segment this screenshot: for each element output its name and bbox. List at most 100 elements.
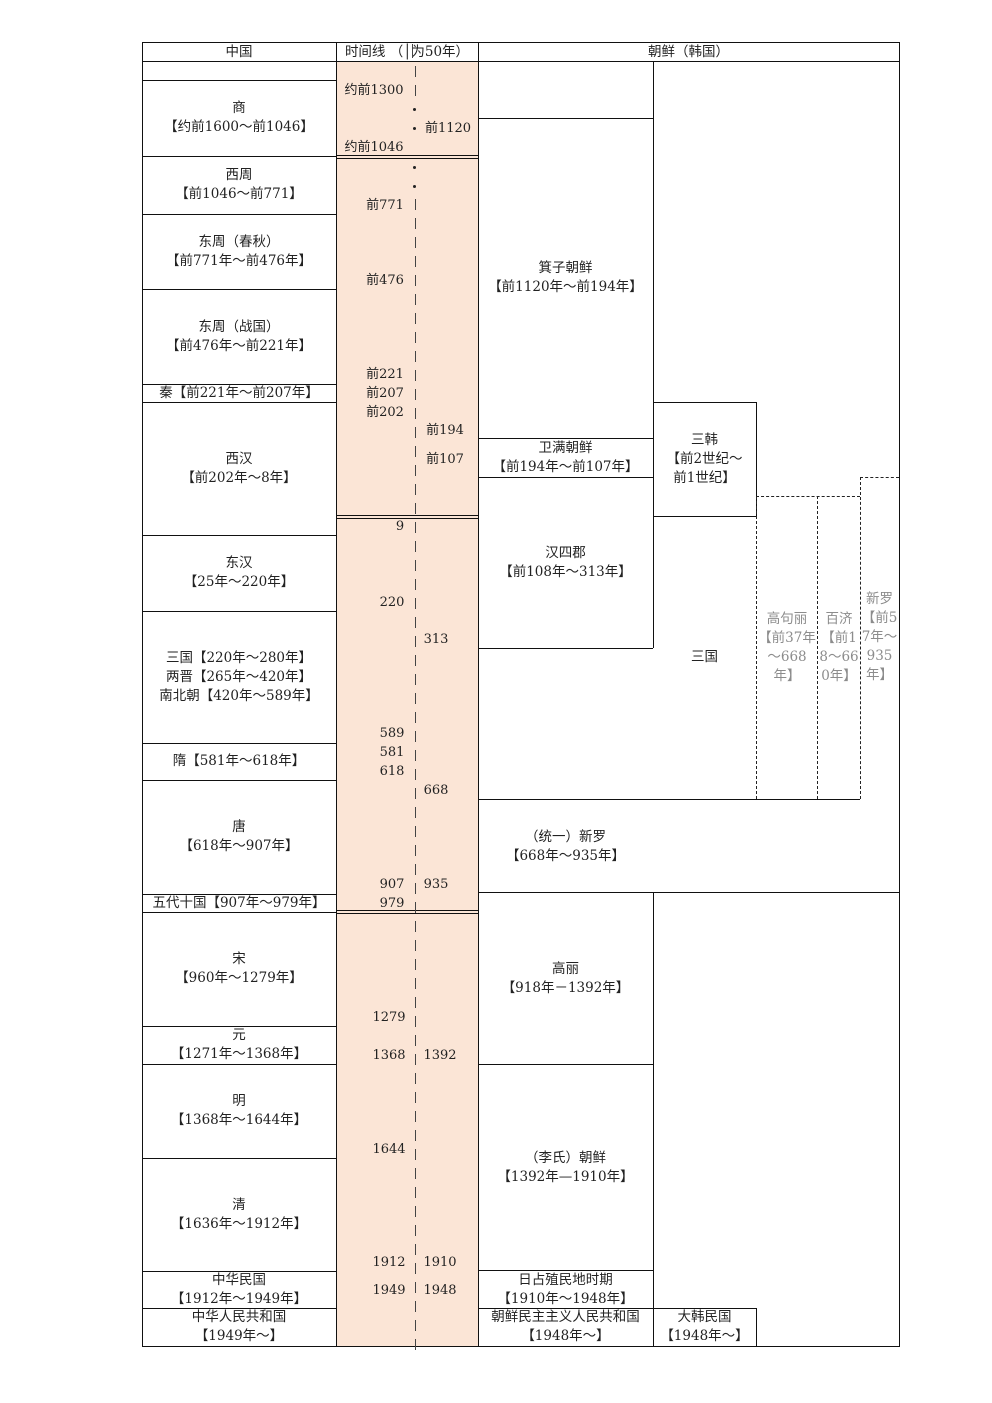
korea-rok: 大韩民国 【1948年～】 [653, 1308, 756, 1346]
grid-line [415, 959, 416, 970]
grid-line [336, 42, 337, 1347]
china-period: 【约前1600～前1046】 [164, 119, 314, 135]
grid-line [415, 1187, 416, 1198]
timeline-year-left: 约前1300 [344, 83, 404, 98]
grid-line [478, 799, 860, 800]
dashed-line [860, 477, 899, 479]
grid-line [415, 275, 416, 286]
grid-line [415, 1320, 416, 1331]
korea-name: 大韩民国 [677, 1309, 732, 1325]
grid-line [415, 446, 416, 457]
grid-line [415, 769, 416, 780]
china-period: 【1636年～1912年】 [170, 1215, 308, 1232]
grid-line [415, 465, 416, 476]
korea-period-cont: 前1世纪】 [673, 469, 736, 486]
grid-line [415, 66, 416, 77]
header-korea: 朝鲜（韩国） [648, 44, 729, 60]
china-name: 商 [232, 100, 246, 116]
timeline-year-left: 618 [379, 764, 405, 779]
china-eastern-han: 东汉 【25年～220年】 [142, 535, 336, 611]
grid-line [142, 743, 336, 744]
china-name: 三国【220年～280年】 [165, 649, 313, 666]
grid-line [415, 1301, 416, 1312]
grid-line [653, 516, 756, 517]
grid-line [415, 332, 416, 343]
korea-period: 【668年～935年】 [505, 847, 626, 864]
grid-line [415, 541, 416, 552]
china-name: 东汉 [225, 555, 253, 571]
timeline-year-left: 1279 [372, 1010, 406, 1025]
grid-line [415, 503, 416, 514]
korea-period: 【1910年～1948年】 [497, 1290, 634, 1307]
header-china: 中国 [225, 44, 253, 60]
timeline-year-left: 220 [379, 595, 405, 610]
grid-line [415, 921, 416, 932]
grid-line [336, 155, 478, 156]
grid-line [415, 788, 416, 799]
grid-line [415, 351, 416, 362]
korea-name: 日占殖民地时期 [518, 1271, 613, 1288]
korea-dprk: 朝鲜民主主义人民共和国 【1948年～】 [478, 1308, 653, 1346]
grid-line [142, 1064, 336, 1065]
grid-line [142, 289, 336, 290]
china-name: 隋【581年～618年】 [172, 753, 306, 769]
timeline-year-left: 约前1046 [344, 140, 404, 155]
grid-line [478, 477, 653, 478]
dashed-line [860, 477, 862, 799]
grid-line [415, 750, 416, 761]
grid-line [415, 1149, 416, 1160]
grid-line [415, 294, 416, 305]
grid-line [415, 864, 416, 875]
korea-name: 箕子朝鲜 [538, 260, 593, 276]
china-three-kingdoms: 三国【220年～280年】 两晋【265年～420年】 南北朝【420年～589… [142, 611, 336, 743]
timeline-year-left: 前207 [366, 386, 404, 401]
grid-line [653, 402, 756, 403]
grid-line [415, 902, 416, 913]
china-period: 【960年～1279年】 [175, 970, 303, 986]
grid-line [142, 1271, 336, 1272]
china-name: 东周（春秋） [198, 233, 280, 250]
china-qin: 秦【前221年～前207年】 [142, 384, 336, 402]
grid-line [142, 1026, 336, 1027]
korea-period: 【918年－1392年】 [501, 980, 630, 996]
grid-line [336, 518, 478, 519]
timeline-dot [413, 166, 416, 169]
timeline-year-left: 907 [379, 877, 405, 892]
grid-line [142, 80, 336, 81]
grid-line [415, 199, 416, 210]
grid-line [142, 1346, 899, 1347]
korea-period: 【前108年～313年】 [499, 563, 632, 580]
grid-line [142, 1308, 336, 1309]
korea-samhan: 三韩 【前2世纪～ 前1世纪】 [653, 402, 756, 516]
china-name: 唐 [232, 819, 246, 835]
korea-name: 高丽 [552, 961, 579, 977]
grid-line [142, 402, 336, 403]
grid-line [142, 384, 336, 385]
grid-line [478, 118, 653, 119]
china-shang: 商 【约前1600～前1046】 [142, 80, 336, 156]
grid-line [756, 402, 757, 516]
china-period: 【1368年～1644年】 [170, 1112, 308, 1128]
china-tang: 唐 【618年～907年】 [142, 780, 336, 894]
korea-joseon: （李氏）朝鲜 【1392年—1910年】 [478, 1064, 653, 1271]
china-prc: 中华人民共和国 【1949年～】 [142, 1308, 336, 1346]
china-western-han: 西汉 【前202年～8年】 [142, 402, 336, 535]
timeline-year-left: 1644 [372, 1142, 406, 1157]
timeline-year-right: 935 [423, 877, 449, 892]
china-warring-states: 东周（战国） 【前476年～前221年】 [142, 289, 336, 384]
grid-line [336, 515, 478, 516]
korea-name: 百济【前18～660年】 [819, 610, 859, 684]
grid-line [415, 313, 416, 324]
china-qing: 清 【1636年～1912年】 [142, 1158, 336, 1271]
korea-name: 汉四郡 [545, 544, 586, 561]
grid-line [415, 674, 416, 685]
china-name: 秦【前221年～前207年】 [159, 384, 319, 401]
korea-three-kingdoms: 三国 [653, 516, 756, 799]
china-period: 【1949年～】 [194, 1328, 284, 1344]
grid-line [415, 389, 416, 400]
grid-line [478, 438, 653, 439]
grid-line [142, 61, 899, 62]
grid-line [415, 1035, 416, 1046]
grid-line [415, 1244, 416, 1255]
